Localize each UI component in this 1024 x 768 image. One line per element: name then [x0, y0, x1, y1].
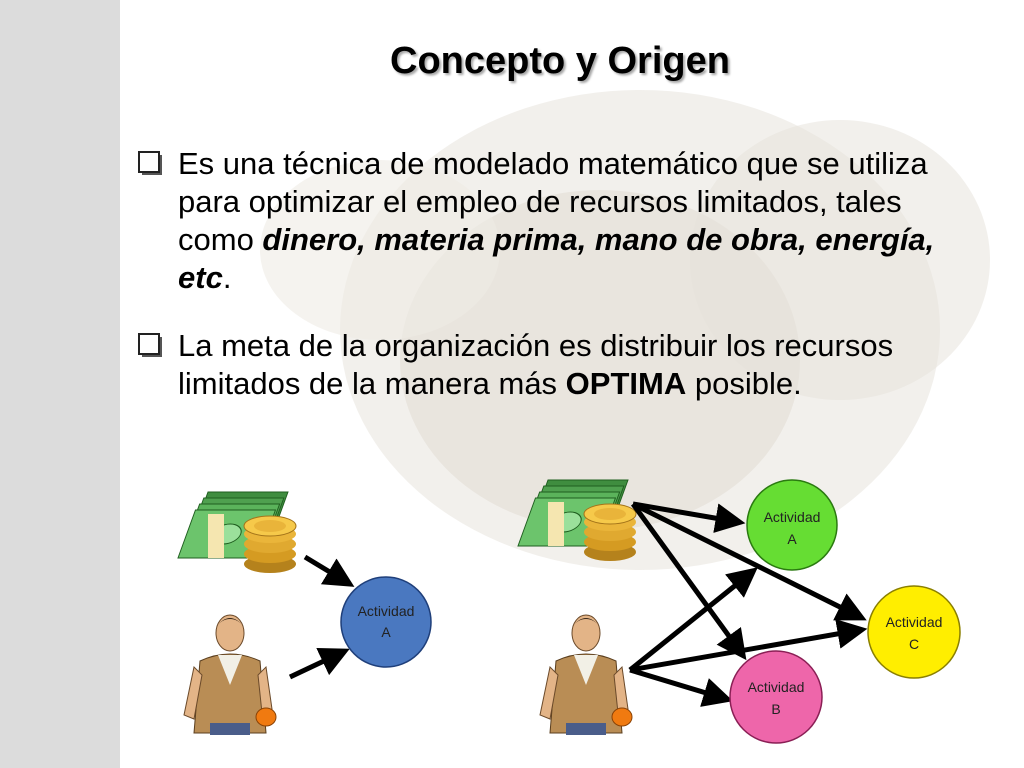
- node-circle: [729, 650, 823, 744]
- bullet-text-end: .: [222, 260, 232, 295]
- node-label-line1: Actividad: [886, 614, 943, 630]
- node-label-line1: Actividad: [764, 509, 821, 525]
- right-node-actividad-c: Actividad C: [867, 585, 961, 679]
- node-label-line1: Actividad: [358, 603, 415, 619]
- node-label-line2: A: [381, 624, 391, 640]
- node-circle: [340, 576, 432, 668]
- bullet-text-end: posible.: [686, 366, 802, 401]
- slide-title: Concepto y Origen: [390, 40, 730, 82]
- background-artwork: [260, 90, 990, 570]
- right-node-actividad-a: Actividad A: [746, 479, 838, 571]
- checkbox-bullet-icon: [138, 151, 162, 175]
- bullet-text: La meta de la organización es distribuir…: [178, 328, 894, 401]
- checkbox-bullet-icon: [138, 333, 162, 357]
- left-node-actividad-a: Actividad A: [340, 576, 432, 668]
- bullet-text: Es una técnica de modelado matemático qu…: [178, 146, 928, 257]
- bullet-goal: La meta de la organización es distribuir…: [138, 327, 938, 403]
- node-circle: [867, 585, 961, 679]
- right-node-actividad-b: Actividad B: [729, 650, 823, 744]
- node-label-line2: A: [787, 531, 797, 547]
- node-label-line2: C: [909, 636, 919, 652]
- node-circle: [746, 479, 838, 571]
- worker-icon: [179, 604, 277, 736]
- bullet-emphasis: dinero, materia prima, mano de obra, ene…: [178, 222, 935, 295]
- bullet-definition: Es una técnica de modelado matemático qu…: [138, 145, 938, 297]
- money-icon: [177, 491, 297, 574]
- worker-icon: [535, 604, 633, 736]
- left-sidebar-band: [0, 0, 120, 768]
- node-label-line1: Actividad: [748, 679, 805, 695]
- node-label-line2: B: [771, 701, 780, 717]
- bullet-emphasis: OPTIMA: [565, 366, 687, 401]
- money-icon: [517, 479, 637, 562]
